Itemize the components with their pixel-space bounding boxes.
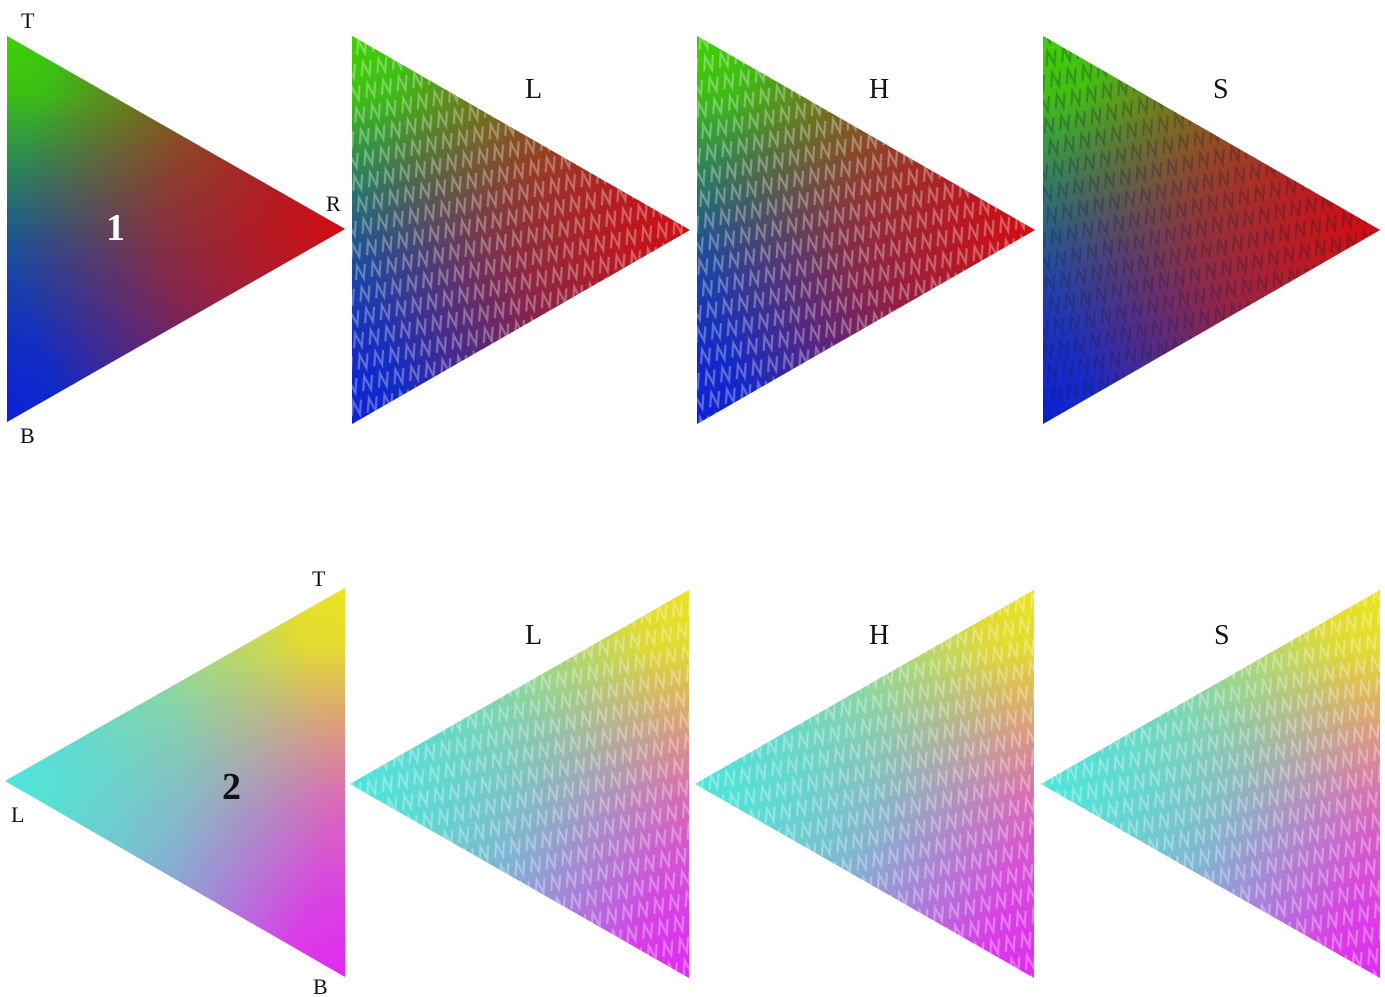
panel-title: L <box>525 74 542 105</box>
panel-1-L: L <box>352 36 690 424</box>
panel-2-S: S <box>1041 590 1380 978</box>
triangle-1-apex-blend <box>7 36 345 422</box>
triangle-2-reference <box>5 588 345 977</box>
triangle-number: 2 <box>222 766 241 808</box>
corner-label-apex: R <box>326 191 341 216</box>
corner-label-top: T <box>21 8 35 33</box>
panel-title: S <box>1213 74 1229 105</box>
panel-2-L: L <box>350 590 689 978</box>
panel-1-H: H <box>697 36 1035 424</box>
panel-title: H <box>869 74 889 105</box>
corner-label-bottom: B <box>20 423 35 448</box>
corner-label-bottom: B <box>313 974 328 997</box>
panel-2-H: H <box>695 590 1034 978</box>
triangle-1-reference <box>7 36 345 422</box>
panel-title: L <box>525 620 542 651</box>
row-1: T B R 1 L H <box>7 8 1380 448</box>
triangle-number: 1 <box>106 207 125 249</box>
panel-1-S: S <box>1043 36 1380 424</box>
corner-label-top: T <box>312 566 326 591</box>
panel-title: H <box>869 620 889 651</box>
row-2: T B L 2 L H <box>5 566 1380 997</box>
corner-label-apex: L <box>11 802 24 827</box>
panel-title: S <box>1214 620 1230 651</box>
